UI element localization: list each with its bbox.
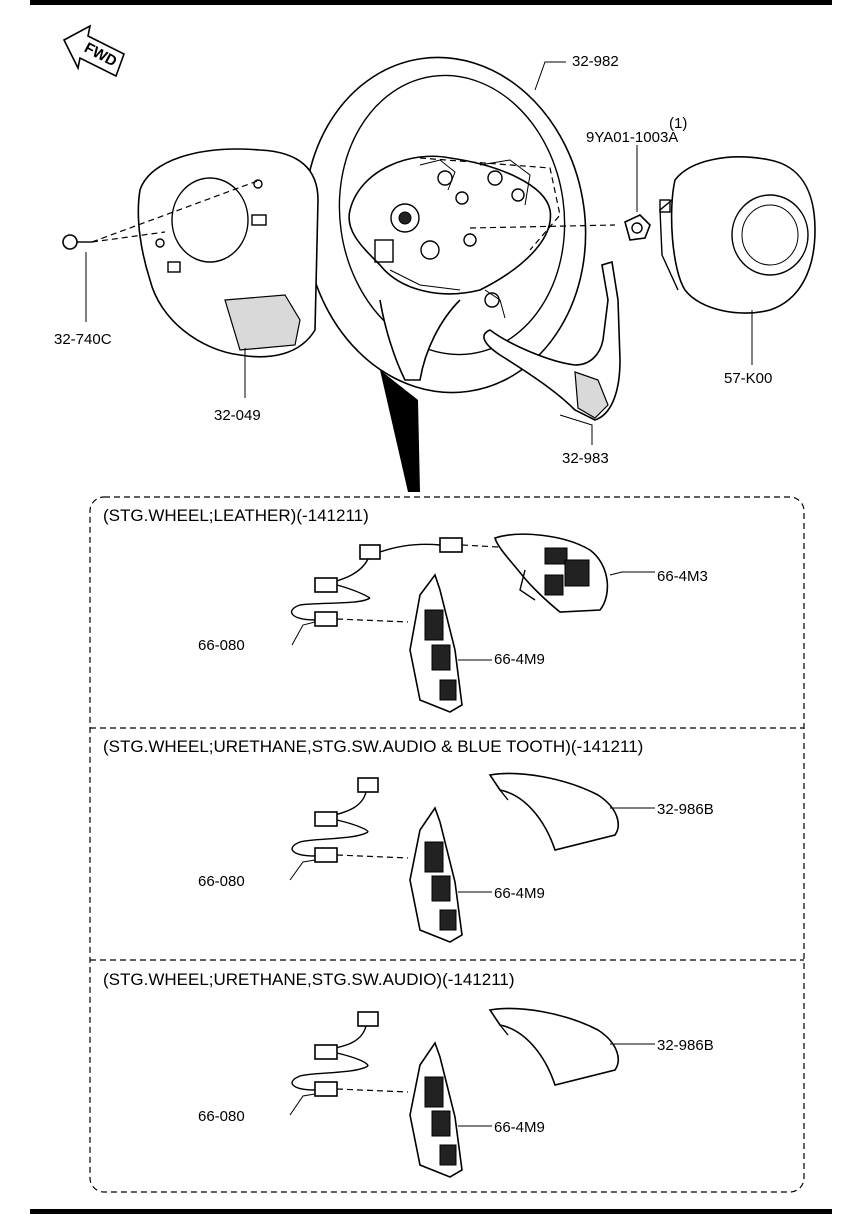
s1-label-switch-left: 66-4M9	[494, 651, 545, 668]
fwd-arrow-icon: FWD	[62, 24, 125, 78]
s2-label-switch-left: 66-4M9	[494, 885, 545, 902]
s3-label-switch-right: 32-986B	[657, 1037, 714, 1054]
airbag-illustration	[659, 156, 816, 314]
section-1-illustration	[290, 533, 609, 713]
part-label-32-982: 32-982	[572, 53, 619, 70]
part-label-57-K00: 57-K00	[724, 370, 772, 387]
s2-label-harness: 66-080	[198, 873, 245, 890]
steering-wheel-illustration	[303, 56, 587, 492]
section-3-illustration	[291, 1007, 619, 1178]
section-header-urethane-bluetooth: (STG.WHEEL;URETHANE,STG.SW.AUDIO & BLUE …	[103, 737, 643, 756]
section-header-leather: (STG.WHEEL;LEATHER)(-141211)	[103, 506, 369, 525]
s1-label-switch-right: 66-4M3	[657, 568, 708, 585]
bottom-border	[30, 1209, 832, 1214]
section-2-illustration	[291, 772, 619, 943]
part-label-9YA01-1003A: 9YA01-1003A	[586, 129, 678, 146]
section-header-urethane-audio: (STG.WHEEL;URETHANE,STG.SW.AUDIO)(-14121…	[103, 970, 515, 989]
s3-label-switch-left: 66-4M9	[494, 1119, 545, 1136]
rear-cover-illustration	[137, 148, 319, 358]
top-border	[30, 0, 832, 5]
part-qty-inflator: (1)	[669, 115, 687, 132]
bolt-illustration	[62, 179, 261, 250]
part-label-32-983: 32-983	[562, 450, 609, 467]
lower-cover-illustration	[469, 224, 621, 421]
options-box	[89, 496, 805, 1193]
part-label-32-049: 32-049	[214, 407, 261, 424]
s1-label-harness: 66-080	[198, 637, 245, 654]
part-label-32-740C: 32-740C	[54, 331, 112, 348]
s3-label-harness: 66-080	[198, 1108, 245, 1125]
s2-label-switch-right: 32-986B	[657, 801, 714, 818]
inflator-illustration	[624, 214, 651, 241]
